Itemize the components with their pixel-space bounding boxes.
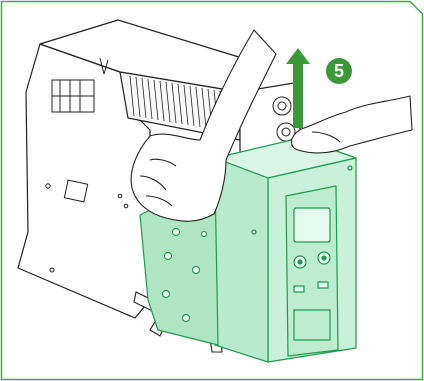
- step-badge: 5: [326, 58, 352, 84]
- step-number: 5: [334, 62, 344, 80]
